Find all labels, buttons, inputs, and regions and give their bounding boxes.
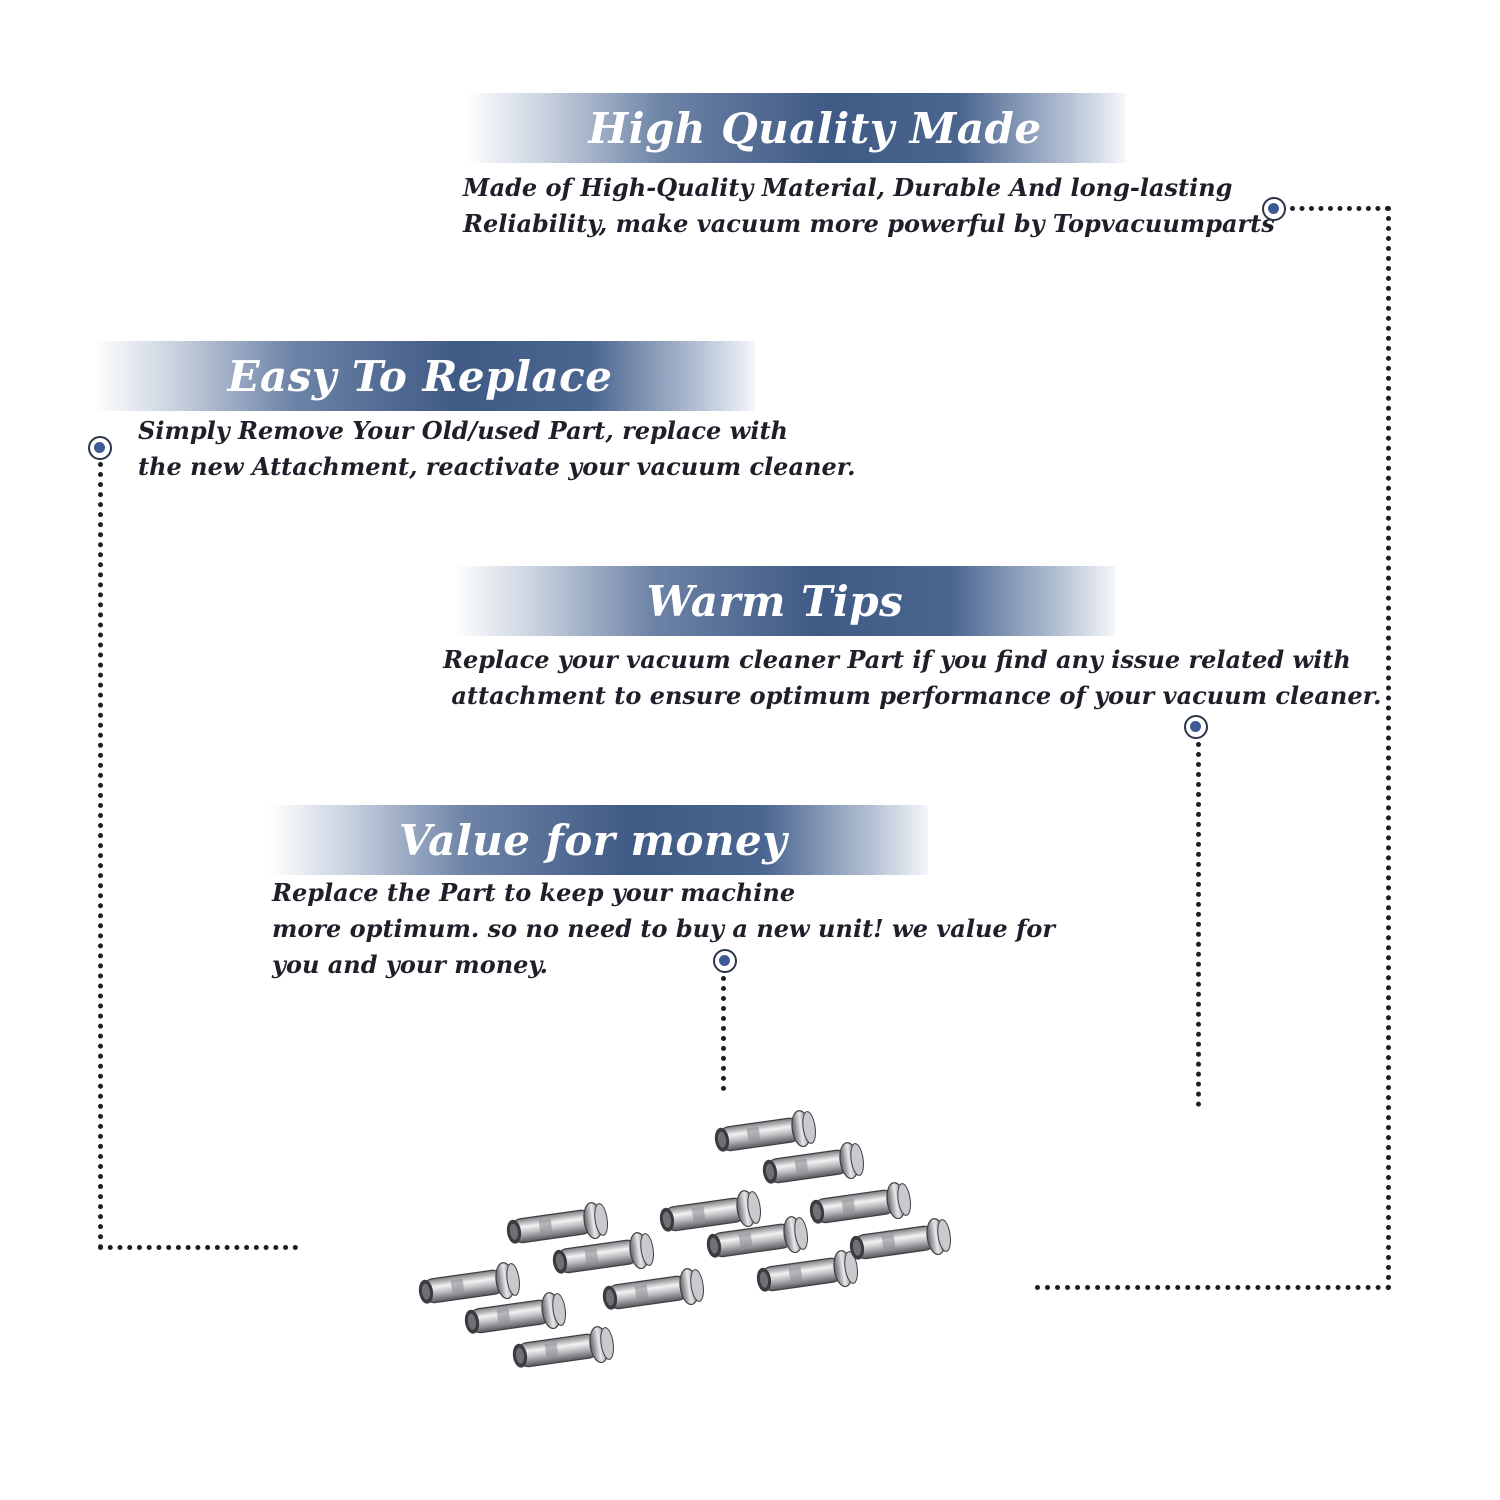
metal-pin-icon xyxy=(509,1324,617,1376)
dotted-connector xyxy=(721,976,726,1091)
metal-pin-icon xyxy=(753,1248,861,1300)
metal-pin-icon xyxy=(461,1290,569,1342)
marker-dot-icon xyxy=(88,436,112,460)
dotted-connector xyxy=(1386,206,1391,1291)
banner-title: Value for money xyxy=(398,815,788,865)
banner-title: Easy To Replace xyxy=(227,351,613,401)
product-image xyxy=(415,1108,954,1376)
marker-dot-icon xyxy=(713,949,737,973)
dotted-connector xyxy=(1035,1285,1391,1290)
metal-pin-icon xyxy=(503,1200,611,1252)
dotted-connector xyxy=(98,462,103,1250)
banner-title: Warm Tips xyxy=(646,576,904,626)
marker-dot-icon xyxy=(1184,715,1208,739)
metal-pin-icon xyxy=(711,1108,819,1160)
marker-dot-icon xyxy=(1262,197,1286,221)
dotted-connector xyxy=(1290,206,1390,211)
metal-pin-icon xyxy=(599,1266,707,1318)
description-high-quality-made: Made of High-Quality Material, Durable A… xyxy=(463,173,1275,238)
metal-pin-icon xyxy=(415,1260,523,1312)
metal-pin-icon xyxy=(549,1230,657,1282)
banner-title: High Quality Made xyxy=(588,103,1042,153)
description-value-for-money: Replace the Part to keep your machine mo… xyxy=(272,878,1055,979)
dotted-connector xyxy=(98,1245,298,1250)
metal-pin-icon xyxy=(806,1180,914,1232)
banner-warm-tips: Warm Tips xyxy=(455,566,1115,636)
banner-high-quality-made: High Quality Made xyxy=(465,93,1125,163)
banner-easy-to-replace: Easy To Replace xyxy=(95,341,755,411)
description-warm-tips: Replace your vacuum cleaner Part if you … xyxy=(443,645,1382,710)
metal-pin-icon xyxy=(846,1216,954,1268)
metal-pin-icon xyxy=(759,1140,867,1192)
dotted-connector xyxy=(1196,742,1201,1107)
banner-value-for-money: Value for money xyxy=(268,805,928,875)
description-easy-to-replace: Simply Remove Your Old/used Part, replac… xyxy=(138,416,856,481)
